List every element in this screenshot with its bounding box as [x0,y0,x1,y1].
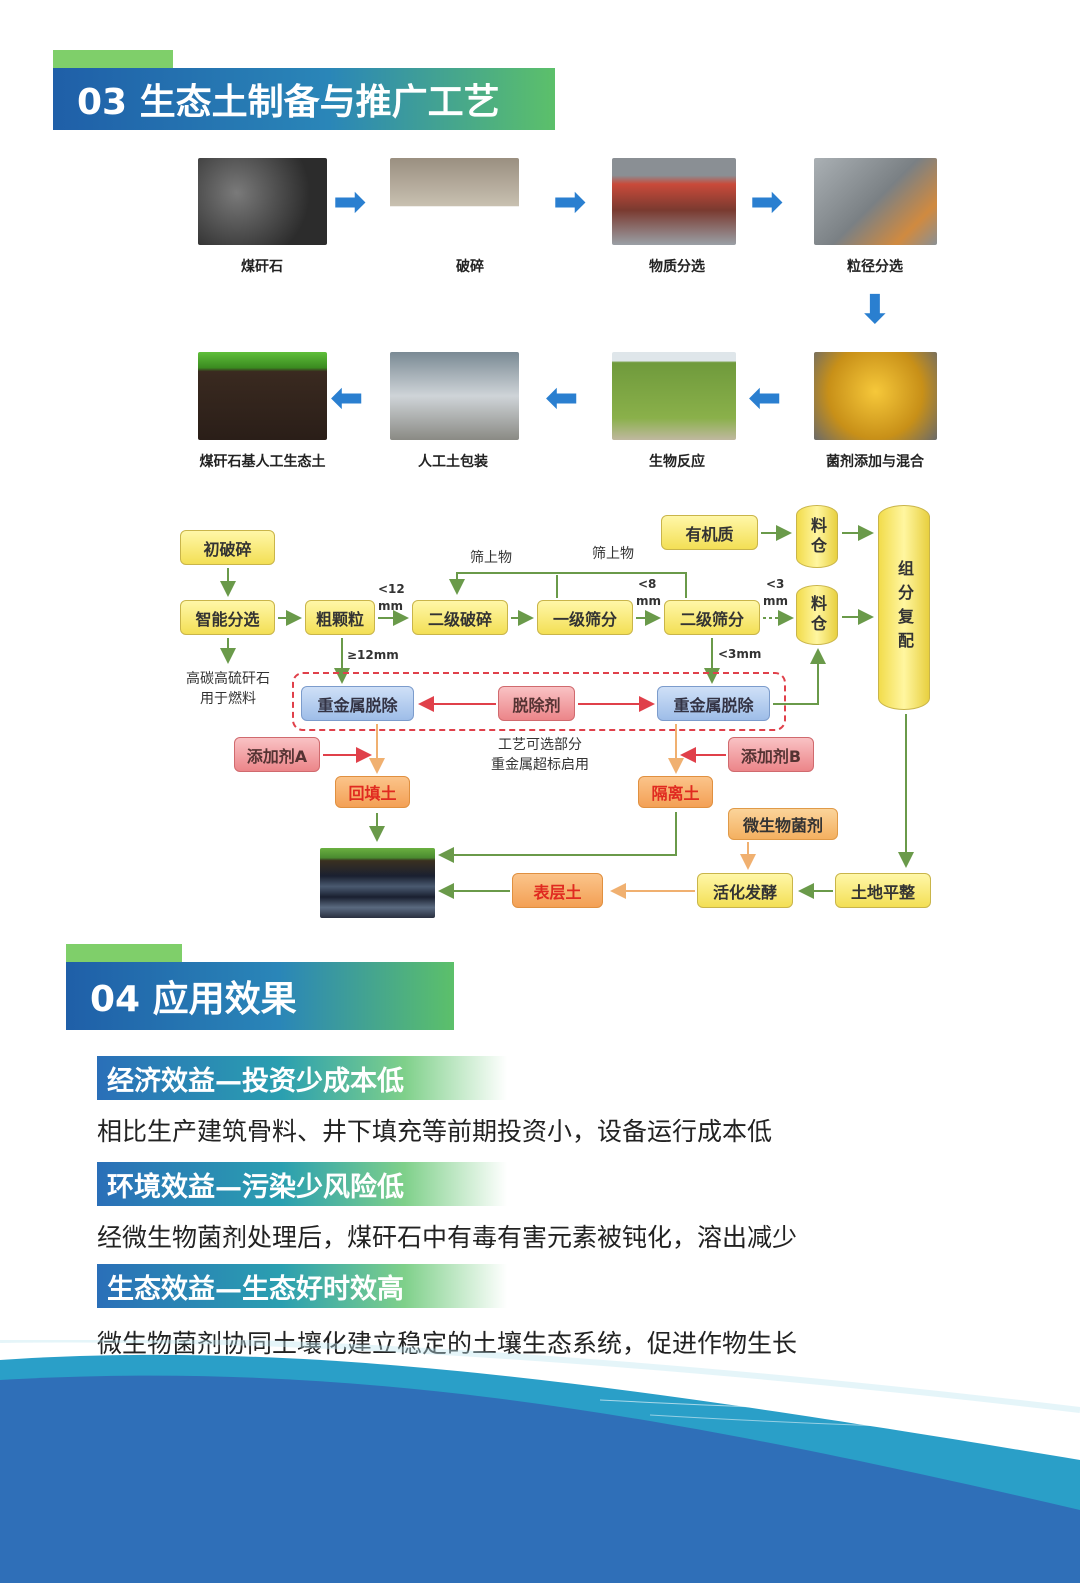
arrow-right-icon: ➡ [750,179,784,225]
node-bin-1: 料仓 [796,505,838,568]
soil-profile-image [320,848,435,918]
optional-note-line: 工艺可选部分 [498,737,582,753]
photo-label: 物质分选 [649,259,705,275]
photo-label: 人工土包装 [418,454,488,470]
label-unit: mm [636,594,662,608]
photo-label: 破碎 [456,259,484,275]
flowchart-connectors [220,525,914,899]
arrow-right-icon: ➡ [333,179,367,225]
label-size: <12 [378,582,405,596]
node-activate: 活化发酵 [697,873,793,908]
node-remover: 脱除剂 [498,686,575,721]
photo-label: 菌剂添加与混合 [826,454,924,470]
label-oversize: 筛上物 [470,550,512,566]
section-title-04: 04 应用效果 [66,962,454,1030]
node-topsoil: 表层土 [512,873,603,908]
benefit-heading-environment: 环境效益—污染少风险低 [97,1162,507,1206]
node-heavy-metal-removal-2: 重金属脱除 [657,686,770,721]
arrow-left-icon: ⬅ [330,375,364,421]
node-secondary-crush: 二级破碎 [412,600,508,635]
photo-label: 煤矸石 [241,259,283,275]
benefit-text-economic: 相比生产建筑骨料、井下填充等前期投资小，设备运行成本低 [97,1117,773,1146]
benefit-heading-economic: 经济效益—投资少成本低 [97,1056,507,1100]
node-microbe: 微生物菌剂 [728,808,838,840]
benefit-text-environment: 经微生物菌剂处理后，煤矸石中有毒有害元素被钝化，溶出减少 [97,1223,798,1252]
arrow-right-icon: ➡ [553,179,587,225]
photo-label: 粒径分选 [847,259,903,275]
label-size: ≥12mm [347,648,399,662]
node-initial-crush: 初破碎 [180,530,275,565]
optional-note-line: 重金属超标启用 [491,757,589,773]
node-isolation: 隔离土 [638,776,713,808]
node-smart-sort: 智能分选 [180,600,275,635]
section-title-03: 03 生态土制备与推广工艺 [53,68,555,130]
arrow-left-icon: ⬅ [545,375,579,421]
arrow-down-icon: ⬇ [858,287,892,333]
label-size: <3mm [718,647,762,661]
bottom-wave-decor [0,1340,1080,1583]
photo-mixing [814,352,937,440]
node-bin-2: 料仓 [796,585,838,645]
section-tab-decor [53,50,173,70]
label-unit: mm [763,594,789,608]
photo-label: 生物反应 [649,454,705,470]
node-coarse: 粗颗粒 [305,600,375,635]
photo-label: 煤矸石基人工生态土 [199,454,326,470]
photo-crushing [390,158,519,245]
node-additive-b: 添加剂B [728,737,814,772]
node-backfill: 回填土 [335,776,410,808]
benefit-heading-ecology: 生态效益—生态好时效高 [97,1264,507,1308]
node-primary-screen: 一级筛分 [537,600,633,635]
node-organic: 有机质 [661,515,758,550]
label-size: <8 [638,577,657,591]
fuel-note: 高碳高硫矸石用于燃料 [170,669,286,709]
photo-coal-gangue [198,158,327,245]
photo-artificial-soil [198,352,327,440]
label-oversize: 筛上物 [592,546,634,562]
node-leveling: 土地平整 [835,873,931,908]
node-heavy-metal-removal-1: 重金属脱除 [301,686,414,721]
photo-packaging [390,352,519,440]
label-size: <3 [766,577,785,591]
fuel-note-line: 用于燃料 [200,691,256,707]
section-tab-decor [66,944,182,964]
benefit-text-ecology: 微生物菌剂协同土壤化建立稳定的土壤生态系统，促进作物生长 [97,1329,798,1358]
label-unit: mm [378,599,404,613]
photo-bio-reaction [612,352,736,440]
photo-material-sorting [612,158,736,245]
fuel-note-line: 高碳高硫矸石 [186,671,270,687]
optional-note: 工艺可选部分重金属超标启用 [470,735,610,775]
node-secondary-screen: 二级筛分 [664,600,760,635]
node-additive-a: 添加剂A [234,737,320,772]
photo-size-sorting [814,158,937,245]
node-compound: 组分复配 [878,505,930,710]
arrow-left-icon: ⬅ [748,375,782,421]
